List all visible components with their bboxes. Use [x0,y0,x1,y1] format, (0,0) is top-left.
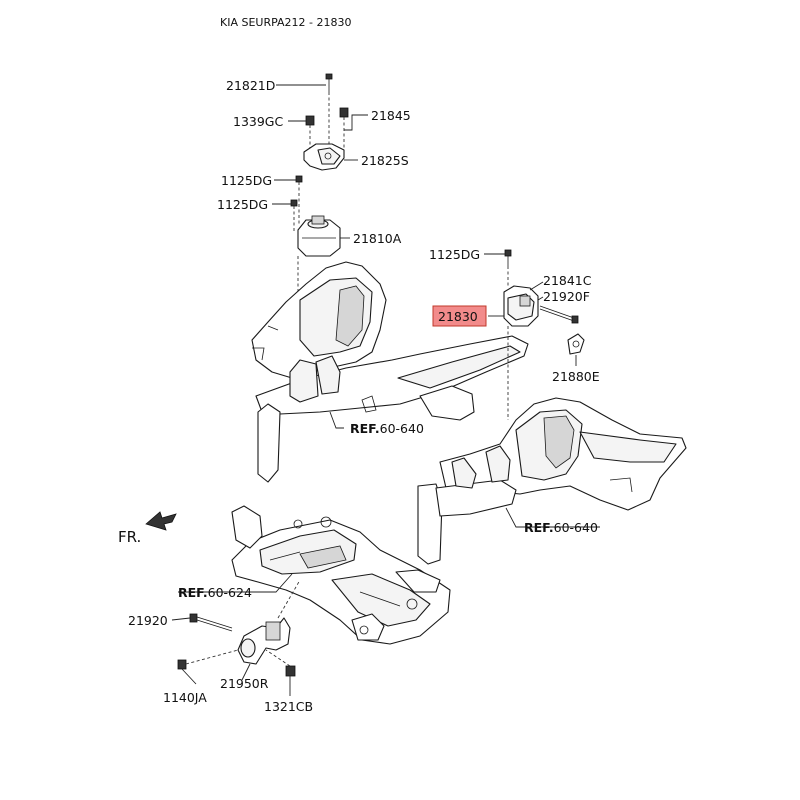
label-21830[interactable]: 21830 [438,309,478,324]
label-21920f[interactable]: 21920F [543,289,590,304]
nut-1321cb-icon [265,649,296,677]
front-direction-indicator: FR. [118,511,177,546]
subframe-crossmember [231,505,451,645]
label-21821d[interactable]: 21821D [226,78,275,93]
label-21950r[interactable]: 21950R [220,676,269,691]
diagram-title: KIA SEURPA212 - 21830 [220,16,352,29]
label-21841c[interactable]: 21841C [543,273,592,288]
label-21810a[interactable]: 21810A [353,231,402,246]
label-21880e[interactable]: 21880E [552,369,600,384]
nut-21845-icon [339,107,349,150]
engine-mount-21810a [297,215,341,257]
highlighted-part-21830[interactable]: 21830 [432,305,487,327]
right-side-member-structure [417,397,687,565]
left-side-member-structure [251,261,529,483]
bolt-1125dg-c-icon [504,249,512,266]
bolt-21920-icon [189,613,233,632]
label-1140ja[interactable]: 1140JA [163,690,207,705]
bolt-1125dg-a-icon [295,175,303,226]
right-engine-mount-21830 [503,249,585,420]
bolt-21920f-icon [539,305,579,324]
front-label: FR. [118,528,141,546]
bracket-21880e-icon [567,333,585,355]
arrow-forward-left-icon [145,511,177,531]
ref-60-640-lower[interactable]: REF.60-640 [524,520,598,535]
ref-60-624[interactable]: REF.60-624 [178,585,252,600]
ref-60-640-upper[interactable]: REF.60-640 [350,421,424,436]
label-1125dg-c[interactable]: 1125DG [429,247,480,262]
label-21920[interactable]: 21920 [128,613,168,628]
nut-1339gc-icon [305,115,315,150]
reference-labels: REF.60-640 REF.60-640 REF.60-624 [178,421,598,600]
roll-rod-21950r [177,579,301,677]
label-1339gc[interactable]: 1339GC [233,114,283,129]
highlight-box [432,305,487,327]
label-21845[interactable]: 21845 [371,108,411,123]
bolt-1125dg-b-icon [290,199,298,232]
leader-lines [171,84,600,696]
bolt-1140ja-icon [177,649,239,670]
bolt-21821d-icon [325,73,333,92]
label-1125dg-a[interactable]: 1125DG [221,173,272,188]
left-engine-mount-assembly [290,73,349,360]
part-labels: 21821D 1339GC 21845 21825S 1125DG 1125DG… [128,78,600,714]
label-21825s[interactable]: 21825S [361,153,409,168]
label-1321cb[interactable]: 1321CB [264,699,313,714]
label-1125dg-b[interactable]: 1125DG [217,197,268,212]
